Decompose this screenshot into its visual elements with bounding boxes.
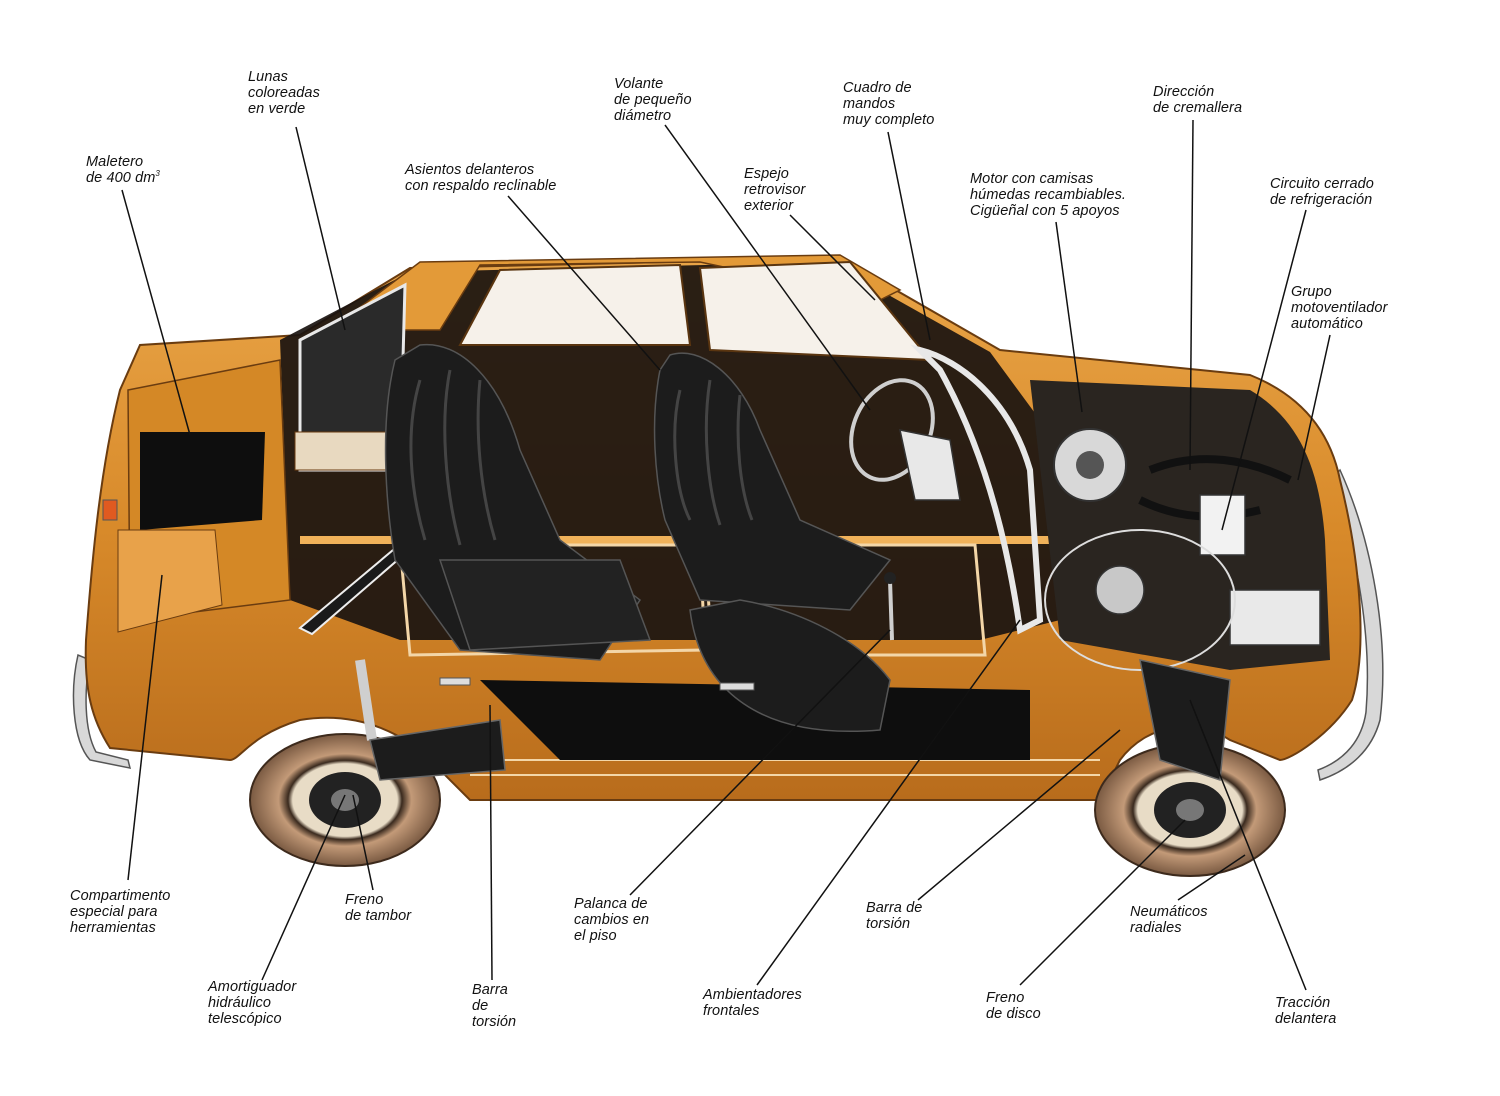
label-maletero: Maletero de 400 dm3 — [86, 154, 160, 186]
battery — [1229, 589, 1321, 646]
label-motor: Motor con camisas húmedas recambiables. … — [970, 171, 1127, 219]
windshield — [910, 344, 1044, 635]
interior-floor — [480, 680, 1030, 760]
alternator — [1095, 565, 1145, 615]
leader-barra-delantera — [917, 729, 1121, 901]
front-seat — [653, 352, 892, 732]
leader-cuadro — [887, 131, 931, 341]
label-asientos: Asientos delanteros con respaldo reclina… — [405, 162, 557, 194]
coolant-tank — [1199, 494, 1246, 556]
leader-ambientadores — [756, 619, 1021, 986]
front-door-handle — [719, 682, 755, 691]
dashboard — [899, 429, 961, 501]
leader-lunas — [295, 126, 346, 331]
label-traccion: Tracción delantera — [1275, 995, 1337, 1027]
leader-grupo — [1297, 334, 1331, 481]
leader-barra-trasera — [489, 704, 493, 981]
rear-shock-absorber — [355, 659, 377, 741]
rear-window-sill — [294, 431, 391, 471]
label-lunas: Lunas coloreadas en verde — [248, 69, 320, 117]
leader-espejo — [789, 214, 876, 301]
front-wheel — [1094, 743, 1286, 877]
rear-door-handle — [439, 677, 471, 686]
label-freno-disco: Freno de disco — [986, 990, 1041, 1022]
label-direccion: Dirección de cremallera — [1153, 84, 1243, 116]
label-circuito: Circuito cerrado de refrigeración — [1270, 176, 1374, 208]
leader-freno-disco — [1019, 819, 1186, 986]
front-bumper — [1317, 468, 1384, 781]
front-suspension — [1139, 659, 1231, 782]
front-subframe-ring — [1044, 529, 1236, 671]
leader-motor — [1055, 221, 1083, 413]
leader-maletero — [121, 189, 191, 436]
label-neumaticos: Neumáticos radiales — [1130, 904, 1208, 936]
label-amortiguador: Amortiguador hidráulico telescópico — [208, 979, 297, 1027]
rear-torsion-arm — [369, 719, 506, 781]
label-palanca: Palanca de cambios en el piso — [574, 896, 650, 944]
leader-neumaticos — [1177, 854, 1246, 901]
label-compartimento: Compartimento especial para herramientas — [70, 888, 171, 936]
leader-volante — [664, 124, 871, 411]
leader-traccion — [1189, 699, 1307, 991]
label-espejo: Espejo retrovisor exterior — [744, 166, 806, 214]
label-volante: Volante de pequeño diámetro — [614, 76, 692, 124]
leader-direccion — [1189, 119, 1194, 471]
label-cuadro: Cuadro de mandos muy completo — [843, 80, 935, 128]
gear-lever — [888, 579, 894, 641]
label-grupo: Grupo motoventilador automático — [1291, 284, 1388, 332]
leader-compartimento — [127, 574, 163, 881]
label-freno-tambor: Freno de tambor — [345, 892, 412, 924]
leader-asientos — [507, 195, 661, 371]
rear-door-window — [458, 263, 692, 346]
leader-lines — [121, 119, 1331, 991]
leader-freno-tambor — [352, 794, 374, 891]
rear-seat — [384, 343, 652, 661]
leader-amortiguador — [261, 794, 346, 981]
leader-palanca — [629, 629, 891, 896]
tool-compartment — [117, 529, 223, 633]
label-barra-delantera: Barra de torsión — [866, 900, 923, 932]
leader-circuito — [1221, 209, 1307, 531]
label-barra-trasera: Barra de torsión — [472, 982, 517, 1030]
rear-light — [102, 499, 118, 521]
label-ambientadores: Ambientadores frontales — [703, 987, 802, 1019]
rear-bumper — [72, 653, 132, 769]
trunk-cavity — [140, 432, 265, 530]
